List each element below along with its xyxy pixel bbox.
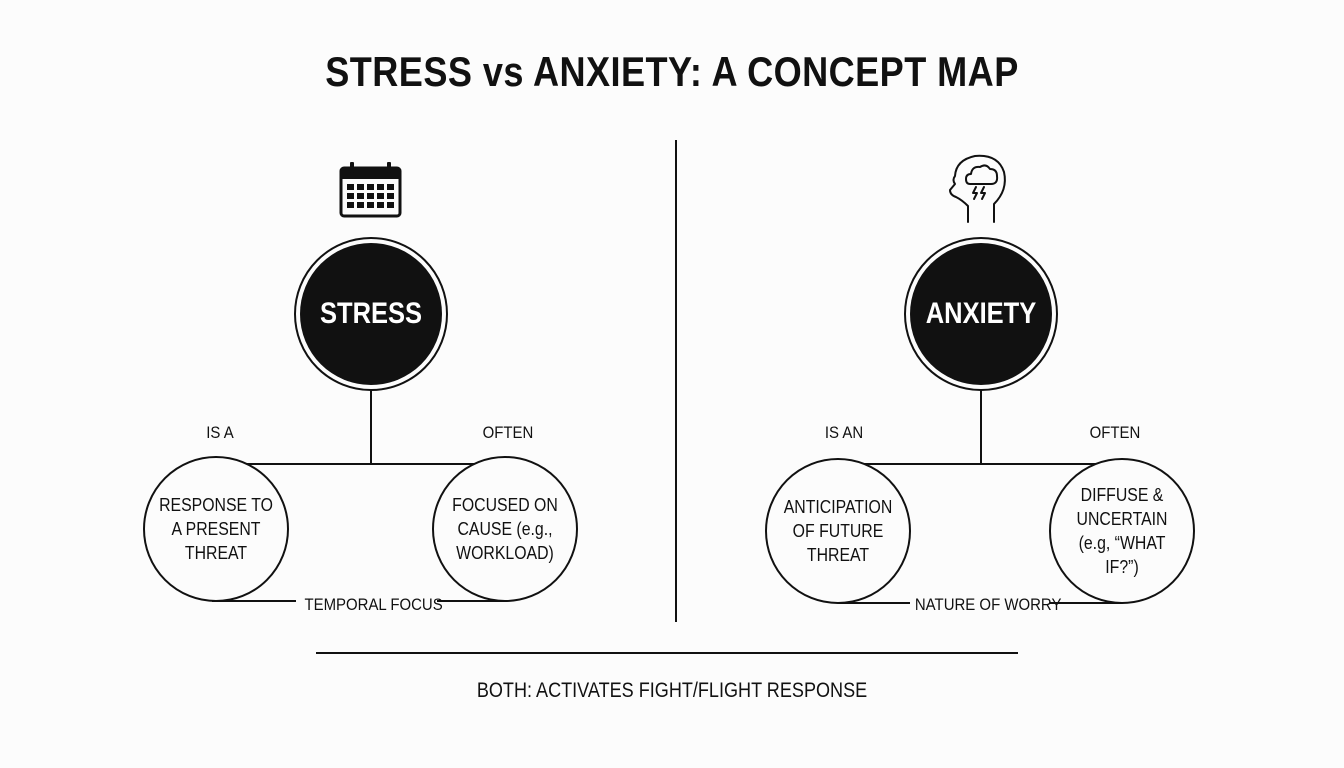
stress-link-label-right: OFTEN <box>482 423 534 442</box>
stress-node-outer-ring <box>294 237 448 391</box>
anxiety-diffuse-node <box>1049 458 1195 604</box>
footer-label: BOTH: ACTIVATES FIGHT/FLIGHT RESPONSE <box>476 679 868 702</box>
stress-cluster <box>143 237 578 602</box>
anxiety-diffuse-label: DIFFUSE & UNCERTAIN (e.g, “WHAT IF?”) <box>1076 485 1168 577</box>
anxiety-link-label-right: OFTEN <box>1089 423 1141 442</box>
anxiety-node <box>910 243 1052 385</box>
calendar-icon <box>339 162 402 218</box>
stress-node-label: STRESS <box>319 297 423 330</box>
stress-cause-node <box>432 456 578 602</box>
stress-bottom-label: TEMPORAL FOCUS <box>304 595 443 614</box>
anxiety-link-label-left: IS AN <box>824 423 864 442</box>
stress-response-node <box>143 456 289 602</box>
anxiety-cluster <box>765 237 1195 604</box>
anxiety-node-label: ANXIETY <box>925 297 1037 330</box>
stress-cause-label: FOCUSED ON CAUSE (e.g., WORKLOAD) <box>452 495 558 563</box>
anxiety-anticipation-label: ANTICIPATION OF FUTURE THREAT <box>783 497 893 565</box>
anxiety-node-outer-ring <box>904 237 1058 391</box>
stress-link-label-left: IS A <box>206 423 234 442</box>
page-title: STRESS vs ANXIETY: A CONCEPT MAP <box>325 48 1019 95</box>
anxiety-anticipation-node <box>765 458 911 604</box>
stress-response-label: RESPONSE TO A PRESENT THREAT <box>159 495 273 563</box>
anxiety-bottom-label: NATURE OF WORRY <box>914 595 1062 614</box>
head-storm-cloud-icon <box>949 154 1006 223</box>
stress-node <box>300 243 442 385</box>
